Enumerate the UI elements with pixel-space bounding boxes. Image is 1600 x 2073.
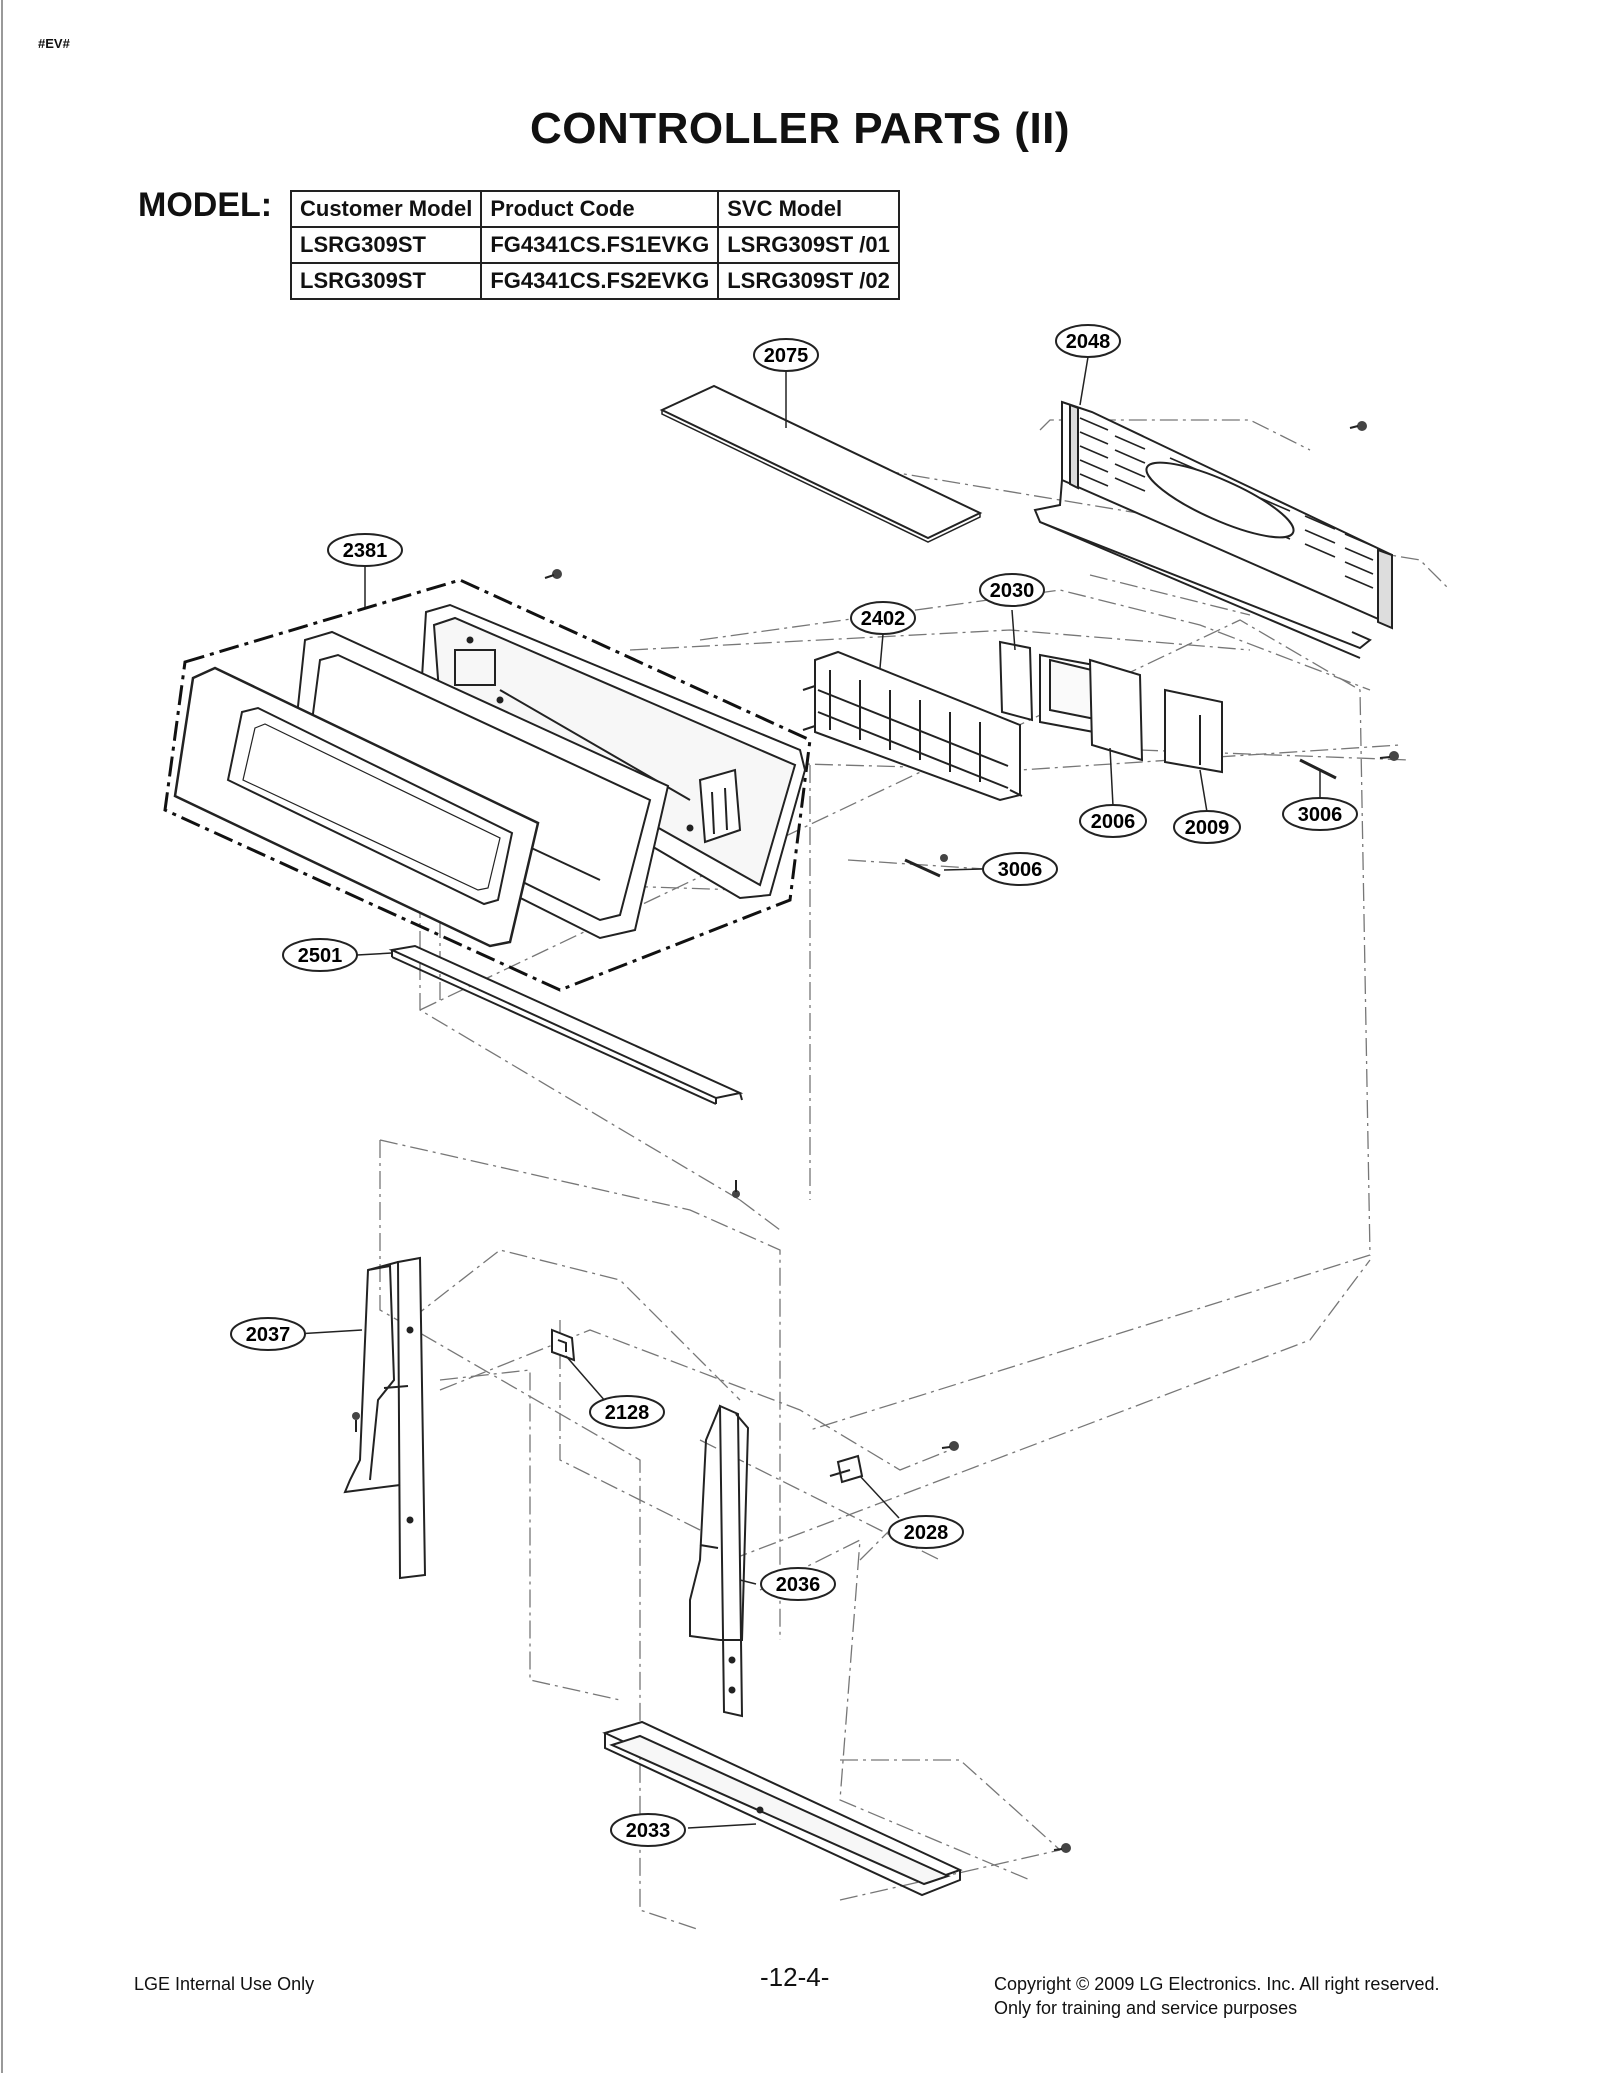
callout-2381-label: 2381: [343, 540, 388, 562]
header-product-code: Product Code: [480, 190, 720, 228]
cell-product-code: FG4341CS.FS1EVKG: [480, 226, 720, 264]
callout-leaders: [295, 356, 1321, 1829]
callout-3006: 3006: [982, 852, 1058, 886]
callout-2009-label: 2009: [1185, 817, 1230, 839]
callout-2006-label: 2006: [1091, 811, 1136, 833]
callout-3006-label: 3006: [998, 859, 1043, 881]
callout-2128-label: 2128: [605, 1402, 650, 1424]
cell-customer-model: LSRG309ST: [289, 262, 483, 300]
callout-2075-label: 2075: [764, 345, 809, 367]
callout-2009: 2009: [1173, 810, 1241, 844]
table-row: LSRG309ST FG4341CS.FS1EVKG LSRG309ST /01: [289, 226, 900, 264]
screw-icon: [941, 1441, 959, 1451]
part-2381-assembly-outline: [163, 578, 812, 992]
page-tag: #EV#: [38, 36, 70, 51]
part-2006-pcb: [1088, 658, 1144, 762]
model-label: MODEL:: [138, 186, 273, 224]
screw-icon: [1053, 1843, 1071, 1853]
part-2036-side-bracket: [689, 1404, 750, 1718]
screw-icon: [1349, 421, 1367, 431]
model-table-header-row: Customer Model Product Code SVC Model: [289, 190, 900, 228]
model-table: Customer Model Product Code SVC Model LS…: [289, 190, 900, 300]
callout-2075: 2075: [753, 338, 819, 372]
callout-3006-label: 3006: [1298, 804, 1343, 826]
callout-2030-label: 2030: [990, 580, 1035, 602]
callout-2501: 2501: [282, 938, 358, 972]
part-2037-side-bracket: [343, 1256, 427, 1580]
footer-copyright-block: Copyright © 2009 LG Electronics. Inc. Al…: [994, 1972, 1439, 2020]
part-2028-clip: [829, 1454, 864, 1484]
callout-2033-label: 2033: [626, 1820, 671, 1842]
part-2402-board-holder: [802, 650, 1023, 802]
cell-product-code: FG4341CS.FS2EVKG: [480, 262, 720, 300]
part-3006-rod: [904, 854, 948, 878]
part-front-glass-panel: [173, 666, 540, 948]
page-number: -12-4-: [760, 1962, 830, 1992]
callout-2033: 2033: [610, 1813, 686, 1847]
callout-2028-label: 2028: [904, 1522, 949, 1544]
part-3006-rod: [1299, 758, 1337, 780]
part-2501-bracket-strip: [388, 944, 744, 1105]
callout-2006: 2006: [1079, 804, 1147, 838]
cell-svc-model: LSRG309ST /01: [717, 226, 900, 264]
training-note: Only for training and service purposes: [994, 1998, 1298, 2018]
callout-2048: 2048: [1055, 324, 1121, 358]
page-title: CONTROLLER PARTS (II): [529, 104, 1071, 153]
screw-icon: [1379, 751, 1399, 761]
callout-2402: 2402: [850, 601, 916, 635]
cell-customer-model: LSRG309ST: [289, 226, 483, 264]
screw-icon: [732, 1180, 740, 1198]
cell-svc-model: LSRG309ST /02: [717, 262, 900, 300]
table-row: LSRG309ST FG4341CS.FS2EVKG LSRG309ST /02: [289, 262, 900, 300]
callout-2030: 2030: [979, 573, 1045, 607]
part-2009-pcb: [1164, 688, 1223, 774]
callout-2028: 2028: [888, 1515, 964, 1549]
callout-2501-label: 2501: [298, 945, 343, 967]
header-customer-model: Customer Model: [289, 190, 483, 228]
part-2075-sheet: [659, 384, 983, 543]
callout-2037: 2037: [230, 1317, 306, 1351]
callout-2036-label: 2036: [776, 1574, 821, 1596]
callout-2048-label: 2048: [1066, 331, 1111, 353]
callout-2381: 2381: [327, 533, 403, 567]
part-control-housing: [418, 603, 807, 900]
copyright-text: Copyright © 2009 LG Electronics. Inc. Al…: [994, 1974, 1440, 1994]
screw-icon: [352, 1412, 360, 1432]
callout-2036: 2036: [760, 1567, 836, 1601]
screw-icon: [544, 569, 562, 579]
part-2128-clip: [551, 1328, 576, 1362]
callout-2128: 2128: [589, 1395, 665, 1429]
header-svc-model: SVC Model: [717, 190, 900, 228]
footer-internal-use: LGE Internal Use Only: [134, 1974, 315, 1994]
callout-3006: 3006: [1282, 797, 1358, 831]
part-2033-bottom-channel: [602, 1720, 963, 1897]
callout-2402-label: 2402: [861, 608, 906, 630]
part-2048-vent-grille: [1033, 400, 1393, 659]
callout-2037-label: 2037: [246, 1324, 291, 1346]
